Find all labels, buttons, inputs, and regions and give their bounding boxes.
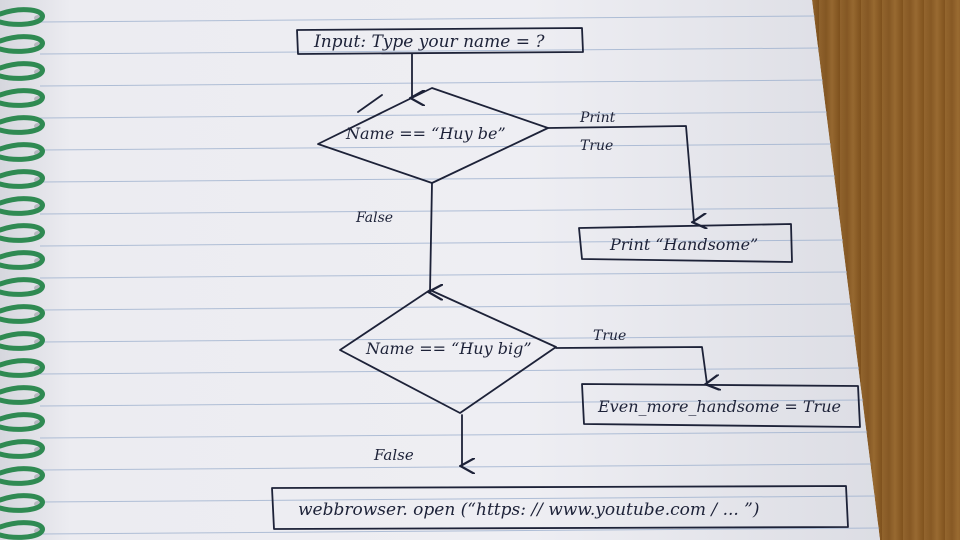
- input-label: Input: Type your name = ?: [313, 32, 545, 52]
- spiral-ring: [0, 358, 45, 378]
- ruled-line: [39, 207, 839, 215]
- print-handsome-label: Print “Handsome”: [609, 235, 758, 254]
- spiral-ring: [0, 115, 45, 135]
- spiral-ring: [0, 277, 45, 297]
- decision-1-label: Name == “Huy be”: [345, 124, 506, 143]
- ruled-line: [39, 15, 815, 23]
- ruled-line: [39, 463, 872, 471]
- spiral-ring: [0, 223, 45, 243]
- ruled-line: [39, 367, 860, 375]
- decision-1-false-label: False: [355, 210, 393, 226]
- ruled-line: [39, 111, 827, 119]
- decision-1-true-label-top: Print: [579, 110, 616, 126]
- spiral-ring: [0, 34, 45, 54]
- arrow-decision-2-true: [555, 346, 707, 384]
- decision-2-false-label: False: [373, 446, 414, 464]
- ruled-line: [39, 303, 852, 311]
- spiral-binding: [0, 7, 45, 540]
- spiral-ring: [0, 142, 45, 162]
- arrow-decision-1-false: [430, 182, 432, 292]
- spiral-ring: [0, 466, 45, 486]
- decision-2-label: Name == “Huy big”: [365, 339, 532, 358]
- even-more-handsome-box: [581, 383, 861, 428]
- print-handsome-box: [578, 223, 793, 263]
- spiral-ring: [0, 493, 45, 513]
- ruled-line: [39, 175, 835, 183]
- decision-1-true-label: True: [580, 138, 613, 154]
- ruled-line: [39, 79, 823, 87]
- arrow-decision-1-true: [547, 125, 694, 222]
- spiral-ring: [0, 61, 45, 81]
- spiral-ring: [0, 331, 45, 351]
- ruled-line: [39, 271, 848, 279]
- ruled-line: [39, 239, 843, 247]
- spiral-ring: [0, 520, 45, 540]
- spiral-ring: [0, 196, 45, 216]
- input-box: [296, 27, 584, 55]
- spiral-ring: [0, 169, 45, 189]
- spiral-ring: [0, 88, 45, 108]
- spiral-ring: [0, 304, 45, 324]
- spiral-ring: [0, 439, 45, 459]
- spiral-ring: [0, 7, 45, 27]
- ruled-line: [39, 399, 864, 407]
- stray-mark: [357, 94, 383, 113]
- webbrowser-open-box: [271, 485, 849, 530]
- spiral-ring: [0, 412, 45, 432]
- webbrowser-open-label: webbrowser. open (“https: // www.youtube…: [298, 500, 760, 520]
- spiral-ring: [0, 385, 45, 405]
- spiral-ring: [0, 250, 45, 270]
- ruled-line: [39, 431, 868, 439]
- even-more-handsome-label: Even_more_handsome = True: [597, 397, 841, 416]
- ruled-line: [39, 527, 880, 535]
- decision-2-diamond: [339, 289, 557, 414]
- ruled-line: [39, 143, 831, 151]
- ruled-line: [39, 47, 819, 55]
- ruled-line: [39, 495, 876, 503]
- ruled-lines: [39, 15, 880, 535]
- ruled-line: [39, 335, 856, 343]
- decision-2-true-label: True: [593, 328, 626, 344]
